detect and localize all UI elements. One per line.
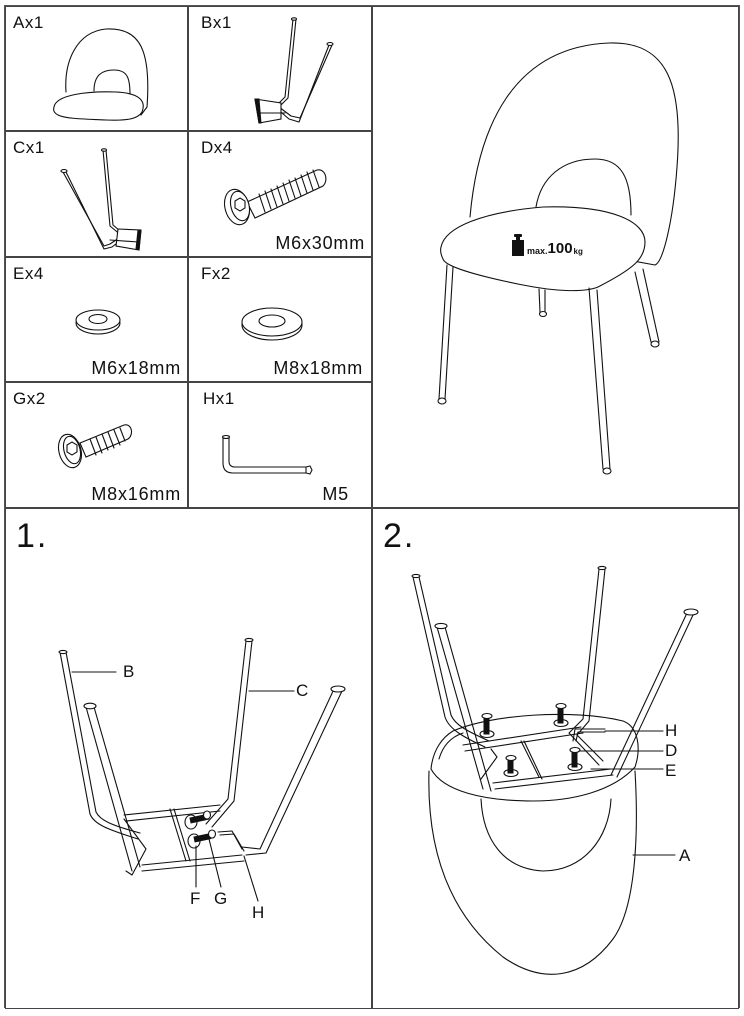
part-cell-b: Bx1 bbox=[188, 6, 372, 131]
step-1-number: 1. bbox=[16, 517, 49, 555]
weight-icon bbox=[512, 234, 524, 256]
callout-g: G bbox=[214, 889, 228, 908]
part-label-h: Hx1 bbox=[203, 389, 235, 408]
step-1-illustration bbox=[58, 637, 346, 902]
max-value: 100 bbox=[547, 240, 573, 257]
part-label-e: Ex4 bbox=[13, 264, 44, 283]
part-cell-d: Dx4 M6x30mm bbox=[188, 131, 372, 257]
part-spec-d: M6x30mm bbox=[275, 233, 365, 253]
part-cell-f: Fx2 M8x18mm bbox=[188, 257, 372, 382]
callout-b: B bbox=[123, 662, 135, 681]
leg-frame-icon bbox=[254, 17, 334, 124]
part-cell-c: Cx1 bbox=[5, 131, 188, 257]
callout-h: H bbox=[252, 903, 265, 922]
part-label-d: Dx4 bbox=[201, 138, 233, 157]
part-label-c: Cx1 bbox=[13, 138, 45, 157]
step-2-illustration bbox=[411, 565, 699, 975]
part-cell-e: Ex4 M6x18mm bbox=[5, 257, 188, 382]
overview-panel: max. 100 kg bbox=[372, 6, 739, 508]
max-prefix: max. bbox=[527, 246, 548, 256]
callout-h: H bbox=[665, 721, 678, 740]
step-1-panel: 1. bbox=[5, 508, 372, 1009]
part-spec-g: M8x16mm bbox=[91, 484, 181, 504]
allen-key-icon bbox=[221, 434, 313, 475]
chair-seat-icon bbox=[53, 28, 149, 121]
part-label-f: Fx2 bbox=[201, 264, 231, 283]
part-spec-h: M5 bbox=[322, 484, 349, 504]
max-unit: kg bbox=[573, 247, 583, 256]
bolt-icon bbox=[223, 169, 327, 226]
part-spec-e: M6x18mm bbox=[91, 358, 181, 378]
step-2-panel: 2. bbox=[372, 508, 739, 1009]
callout-f: F bbox=[190, 889, 201, 908]
washer-icon bbox=[75, 309, 121, 335]
washer-icon bbox=[241, 307, 303, 341]
max-load-indicator: max. 100 kg bbox=[512, 234, 583, 256]
callout-a: A bbox=[679, 846, 691, 865]
callout-c: C bbox=[296, 681, 309, 700]
assembled-chair-illustration bbox=[437, 42, 679, 475]
leg-frame-icon bbox=[60, 148, 142, 251]
part-cell-h: Hx1 M5 bbox=[188, 382, 372, 508]
instruction-sheet: Ax1 Bx1 Cx1 bbox=[4, 5, 740, 1009]
part-cell-g: Gx2 M8x16mm bbox=[5, 382, 188, 508]
bolt-icon bbox=[57, 424, 133, 469]
step-2-number: 2. bbox=[383, 517, 416, 555]
part-label-a: Ax1 bbox=[13, 13, 44, 32]
part-label-b: Bx1 bbox=[201, 13, 232, 32]
part-spec-f: M8x18mm bbox=[273, 358, 363, 378]
part-label-g: Gx2 bbox=[13, 389, 46, 408]
callout-e: E bbox=[665, 761, 677, 780]
callout-d: D bbox=[665, 741, 678, 760]
part-cell-a: Ax1 bbox=[5, 6, 188, 131]
